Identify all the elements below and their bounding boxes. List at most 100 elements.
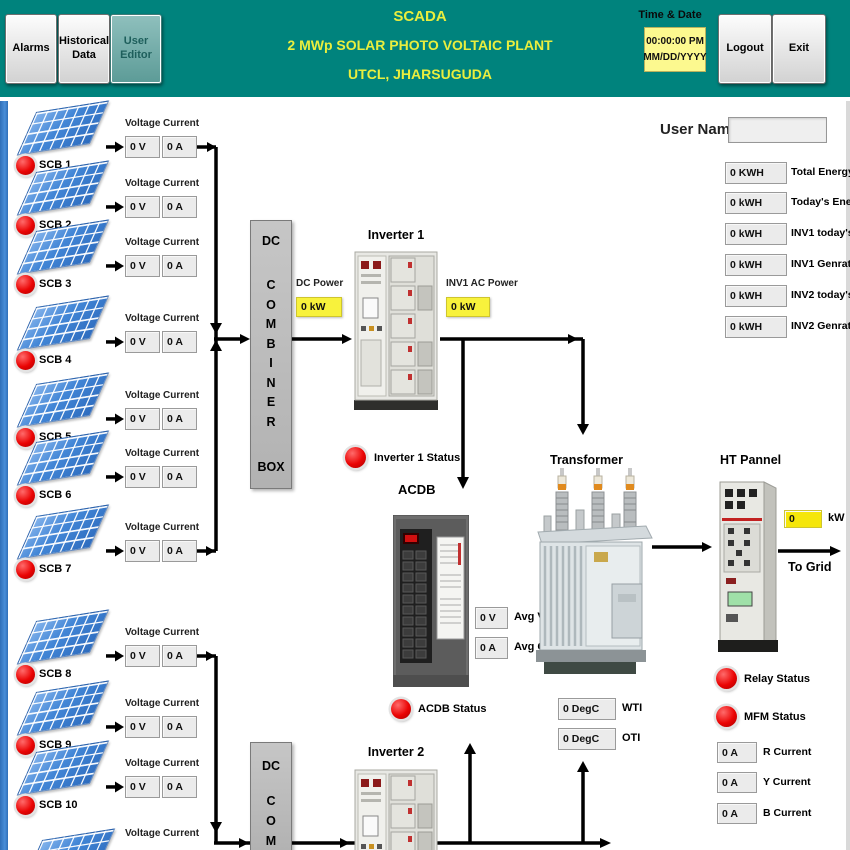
historical-data-button[interactable]: Historical Data (58, 14, 110, 84)
oti-value-box: 0 DegC (558, 728, 616, 750)
scb-name: SCB 4 (39, 354, 72, 366)
inv2-generation-label: INV2 Genration (791, 320, 850, 332)
inv1-today-value-box: 0 kWH (725, 223, 787, 245)
voltage-label: Voltage (125, 118, 161, 129)
alarms-button-label: Alarms (12, 42, 50, 55)
solar-array-icon (16, 609, 110, 665)
total-energy-label: Total Energy Gene (791, 166, 850, 178)
current-value-box: 0 A (162, 408, 197, 430)
app-title: SCADA (393, 8, 447, 25)
scb-row-6: Voltage Current 0 V 0 A SCB 6 (0, 430, 220, 530)
inv1-ac-power-value-box: 0 kW (446, 297, 490, 317)
voltage-label: Voltage (125, 828, 161, 839)
today-energy-value-box: 0 kWH (725, 192, 787, 214)
scb-name: SCB 6 (39, 489, 72, 501)
scb-status-led-icon (16, 216, 35, 235)
voltage-value-box: 0 V (125, 196, 160, 218)
b-current-value-box: 0 A (717, 803, 757, 824)
avg-voltage-value-box: 0 V (475, 607, 508, 629)
plant-location: UTCL, JHARSUGUDA (348, 66, 492, 82)
dc-power-value-box: 0 kW (296, 297, 342, 317)
time-date-label: Time & Date (638, 9, 702, 21)
inverter1-cabinet-image (354, 251, 438, 410)
combiner1-dc-label: DC (261, 234, 281, 248)
voltage-value-box: 0 V (125, 331, 160, 353)
ht-power-unit-label: kW (828, 512, 845, 524)
voltage-value-box: 0 V (125, 136, 160, 158)
inv2-today-label: INV2 today's genra (791, 289, 850, 301)
scb-status-led-icon (16, 156, 35, 175)
dc-combiner-box-1: DC COMBINER BOX (250, 220, 292, 489)
current-value-box: 0 A (162, 716, 197, 738)
user-name-input[interactable] (728, 117, 827, 143)
transformer-image (536, 468, 653, 674)
voltage-label: Voltage (125, 390, 161, 401)
exit-button[interactable]: Exit (772, 14, 826, 84)
oti-label: OTI (622, 732, 641, 744)
ht-panel-title: HT Pannel (720, 453, 782, 467)
scb-row-1: Voltage Current 0 V 0 A SCB 1 (0, 100, 220, 200)
scb-status-led-icon (16, 351, 35, 370)
scb-row-10: Voltage Current 0 V 0 A SCB 10 (0, 740, 220, 840)
inverter2-cabinet-image (354, 769, 438, 850)
time-value: 00:00:00 PM (646, 35, 704, 47)
voltage-value-box: 0 V (125, 716, 160, 738)
inv1-today-label: INV1 today's genra (791, 227, 850, 239)
current-value-box: 0 A (162, 645, 197, 667)
left-window-edge (0, 101, 8, 850)
current-label: Current (163, 448, 200, 459)
scb-status-led-icon (16, 560, 35, 579)
current-value-box: 0 A (162, 331, 197, 353)
wti-value-box: 0 DegC (558, 698, 616, 720)
current-value-box: 0 A (162, 776, 197, 798)
inv2-generation-value-box: 0 kWH (725, 316, 787, 338)
voltage-label: Voltage (125, 448, 161, 459)
current-value-box: 0 A (162, 136, 197, 158)
scb-status-led-icon (16, 796, 35, 815)
relay-status-led-icon (716, 668, 737, 689)
scb-status-led-icon (16, 736, 35, 755)
scb-name: SCB 3 (39, 278, 72, 290)
mfm-status-led-icon (716, 706, 737, 727)
r-current-value-box: 0 A (717, 742, 757, 763)
mfm-status-label: MFM Status (744, 711, 806, 723)
voltage-label: Voltage (125, 627, 161, 638)
current-value-box: 0 A (162, 196, 197, 218)
user-editor-button-label: User Editor (120, 35, 152, 61)
acdb-status-led-icon (391, 699, 411, 719)
relay-status-label: Relay Status (744, 673, 811, 685)
scb-status-led-icon (16, 275, 35, 294)
logout-button[interactable]: Logout (718, 14, 772, 84)
b-current-label: B Current (763, 807, 812, 819)
voltage-label: Voltage (125, 698, 161, 709)
inv2-today-value-box: 0 kWH (725, 285, 787, 307)
combiner2-combiner-label: COM (265, 794, 277, 848)
user-editor-button[interactable]: User Editor (110, 14, 162, 84)
current-label: Current (163, 237, 200, 248)
inverter1-status-led-icon (345, 447, 366, 468)
current-label: Current (163, 627, 200, 638)
y-current-value-box: 0 A (717, 772, 757, 793)
inverter1-title: Inverter 1 (367, 228, 425, 242)
scb-name: SCB 7 (39, 563, 72, 575)
to-grid-label: To Grid (788, 560, 832, 574)
voltage-value-box: 0 V (125, 255, 160, 277)
current-label: Current (163, 390, 200, 401)
current-label: Current (163, 178, 200, 189)
solar-array-icon (22, 828, 116, 850)
current-value-box: 0 A (162, 255, 197, 277)
dc-combiner-box-2: DC COM (250, 742, 292, 850)
logout-button-label: Logout (726, 42, 764, 55)
current-value-box: 0 A (162, 466, 197, 488)
voltage-label: Voltage (125, 178, 161, 189)
scb-row-9: Voltage Current 0 V 0 A SCB 9 (0, 680, 220, 780)
alarms-button[interactable]: Alarms (5, 14, 57, 84)
inv1-generation-value-box: 0 kWH (725, 254, 787, 276)
voltage-value-box: 0 V (125, 645, 160, 667)
solar-array-icon (16, 100, 110, 156)
scb-row-8: Voltage Current 0 V 0 A SCB 8 (0, 609, 220, 709)
current-label: Current (163, 828, 200, 839)
combiner2-dc-label: DC (261, 759, 281, 773)
voltage-value-box: 0 V (125, 466, 160, 488)
scb-name: SCB 8 (39, 668, 72, 680)
